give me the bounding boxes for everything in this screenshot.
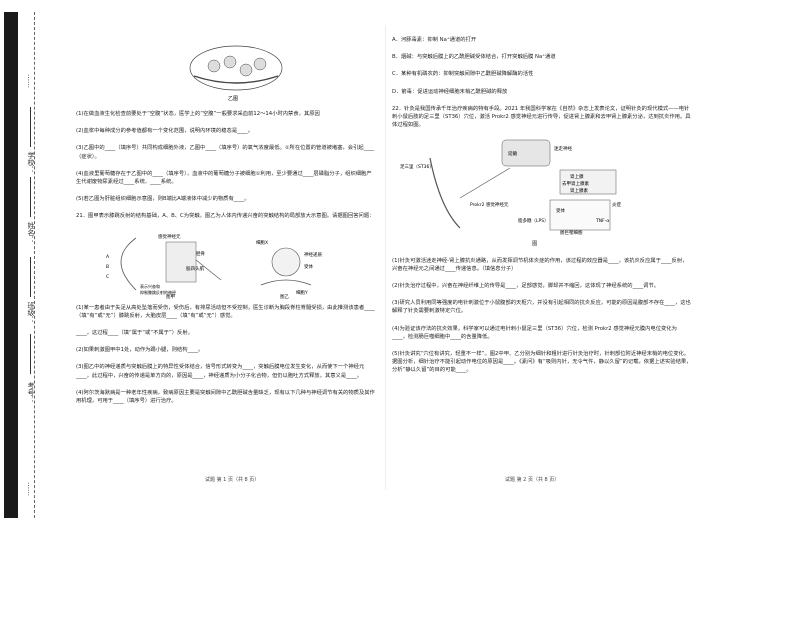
question-text: (2)如果刺激图甲中1处，动作为踢小腿，则结构____。 — [76, 347, 204, 354]
field-school: 学校： — [27, 152, 35, 173]
question-text: (5)若乙图为肝脏组织细胞示意图，则B端比A端液体中减少的物质有____。 — [76, 196, 250, 203]
page-divider — [385, 25, 386, 490]
label: 神经递质 — [304, 251, 322, 258]
option-a: A．河豚毒素：抑制 Na⁺通道的打开 — [392, 37, 477, 43]
label: 脂多糖（LPS） — [518, 217, 549, 224]
label: 受体 — [304, 263, 313, 270]
question-text: (4)血液里葡萄糖存在于乙图中的____（填序号），血液中的葡萄糖分子被细胞①利… — [76, 170, 372, 186]
page-footer: 试题 第 2 页（共 8 页） — [505, 477, 560, 483]
binding-margin: …… 学校： 姓名： 班级： 考号： …… — [4, 12, 42, 518]
label: 去甲肾上腺素 — [562, 180, 589, 187]
field-number: 考号： — [27, 382, 35, 403]
reflex-diagram: 感觉神经元 A B C 胫骨 股四头肌 表示兴奋和 抑制膝跳反射的神经 图甲 细… — [106, 233, 322, 300]
question-21: 21．图甲表示膝跳反射的结构基础，A、B、C为突触，图乙为人体内传递兴奋的突触结… — [76, 213, 375, 220]
seal-mark: …… — [26, 74, 34, 88]
field-name: 姓名： — [27, 222, 35, 243]
label: C — [106, 274, 109, 280]
label: 胫骨 — [196, 250, 205, 257]
label: 细胞X — [256, 239, 268, 246]
field-class: 班级： — [27, 302, 35, 323]
page-footer: 试题 第 1 页（共 8 页） — [205, 477, 260, 483]
label: A — [106, 254, 110, 260]
question-text: (2)血浆中每种成分的参考值都有一个变化范围，说明内环境的稳态是____。 — [76, 128, 254, 135]
question-text: (3)图乙中的神经递质与突触后膜上的特异性受体结合，信号形式转变为____，突触… — [76, 364, 365, 379]
left-column: 乙图 (1)在做血液生化检查前要处于“空腹”状态，医学上的“空腹”一般要求采血前… — [76, 40, 376, 414]
blank-line — [30, 177, 31, 217]
tissue-diagram: 乙图 — [189, 45, 283, 102]
blank-line — [30, 107, 31, 147]
label: 足三里（ST36） — [400, 164, 434, 170]
question-22: 22．针灸是我国传承千年治疗疾病的特有手段。2021 年我国科学家在《自然》杂志… — [392, 105, 691, 129]
label: 抑制膝跳反射的神经 — [140, 289, 176, 295]
seal-mark: …… — [26, 482, 34, 496]
question-text: (1)针灸可激活迷走神经-肾上腺抗炎通路，从而发挥调节机体炎症的作用，该过程的效… — [392, 257, 688, 272]
label: 股四头肌 — [186, 265, 204, 272]
label: 细胞Y — [296, 289, 308, 296]
binding-rail — [4, 12, 18, 518]
question-text: (3)研究人员利用同等强度的电针刺激位于小鼠腹部的天枢穴，并没有引起相同的抗炎反… — [392, 300, 691, 315]
label: Prokr2 感觉神经元 — [470, 201, 509, 208]
blank-line — [30, 257, 31, 297]
question-text: (4)阿尔茨海默病是一种老年性疾病，致病原因主要是突触间隙中乙酰胆碱含量缺乏，现… — [76, 389, 375, 405]
figure-caption: 乙图 — [228, 95, 238, 102]
option-b: B．烟碱：与突触后膜上的乙酰胆碱受体结合，打开突触后膜 Na⁺通道 — [392, 54, 556, 61]
question-text: (5)针灸讲究“穴位有讲究，轻重不一样”。图2中甲、乙分别为细针和粗针进行针灸治… — [392, 351, 692, 374]
question-text: (3)乙图中的____（填序号）共同构成细胞外液，乙图中____（填序号）的氧气… — [76, 145, 375, 160]
blank-line — [30, 334, 31, 374]
figure-caption: 图乙 — [280, 293, 289, 300]
question-text: (1)在做血液生化检查前要处于“空腹”状态，医学上的“空腹”一般要求采血前12～… — [76, 111, 320, 117]
label: 表示兴奋和 — [140, 283, 160, 289]
figure-caption: 图甲 — [166, 294, 175, 300]
label: 肾上腺 — [570, 173, 584, 180]
question-text: (4)为验证该疗法的抗炎效果，科学家可以通过电针刺小鼠足三里（ST36）穴位，检… — [392, 325, 677, 340]
question-text: (1)某一患者由于失足从高处坠落而受伤，受伤后，有排尿活动但不受控制，医生诊断为… — [76, 304, 375, 319]
option-c: C．某种有机磷农药：抑制突触间隙中乙酰胆碱降解酶的活性 — [392, 71, 534, 78]
label: TNF-α — [595, 218, 609, 224]
label: 肠巨噬细胞 — [560, 229, 583, 236]
seal-line — [34, 12, 35, 518]
label: 延髓 — [508, 150, 517, 157]
label: 受体 — [556, 207, 565, 214]
option-d: D．箭毒：促进运动神经细胞末梢乙酰胆碱的释放 — [392, 88, 508, 95]
label: 肾上腺素 — [570, 187, 588, 194]
label: 炎症 — [612, 201, 621, 208]
question-text: (2)针灸治疗过程中，兴奋在神经纤维上的传导是____，足部感觉，脚却并不缩回，… — [392, 283, 660, 290]
label: B — [106, 264, 109, 270]
label: 感觉神经元 — [158, 233, 181, 240]
figure-caption: 图 — [532, 241, 538, 248]
label: 迷走神经 — [554, 145, 572, 152]
acupuncture-diagram: 延髓 迷走神经 足三里（ST36） Prokr2 感觉神经元 肾上腺 去甲肾上腺… — [400, 140, 621, 236]
right-column: A．河豚毒素：抑制 Na⁺通道的打开 B．烟碱：与突触后膜上的乙酰胆碱受体结合，… — [392, 36, 692, 384]
question-text: ____，这过程____（填“属于”或“不属于”）反射。 — [76, 330, 193, 337]
